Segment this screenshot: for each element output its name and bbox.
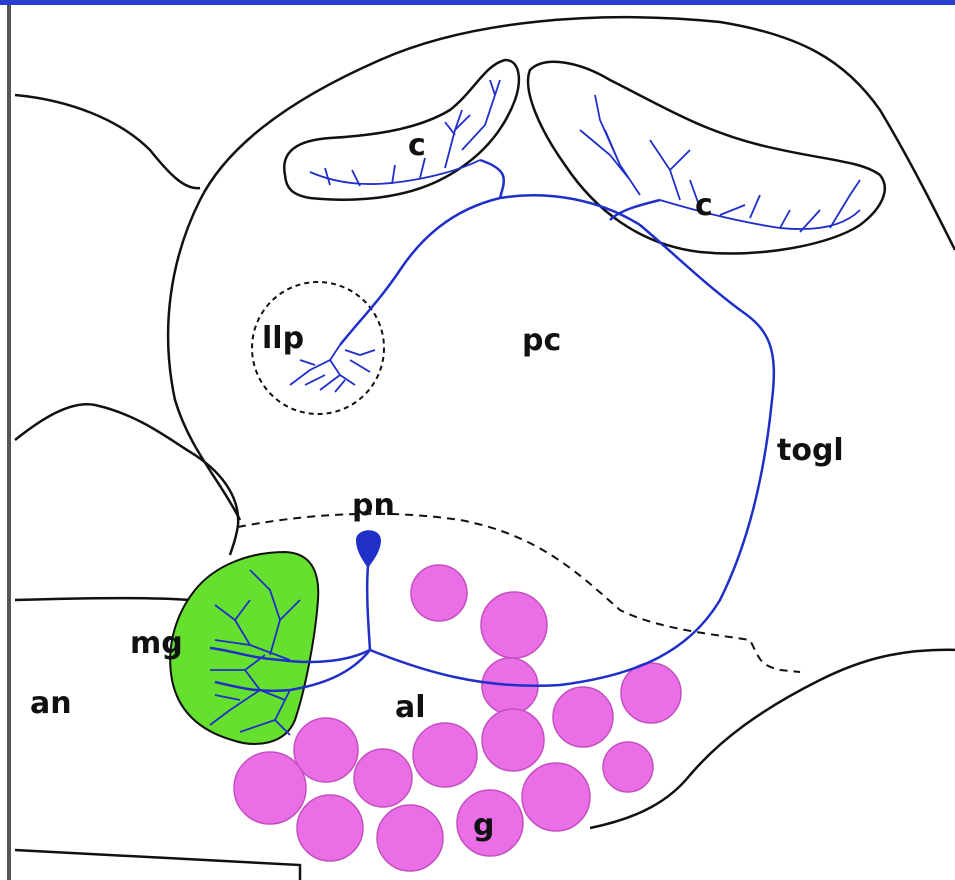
calyx-right-label: c [695, 188, 713, 223]
axon-to-calyx-left [480, 160, 504, 198]
glomerulus [297, 795, 363, 861]
calyx-branches [310, 80, 860, 232]
neuron-soma [356, 530, 381, 568]
al-label: al [395, 690, 426, 725]
glomerulus [234, 752, 306, 824]
left-lower-lobe-outline [15, 404, 238, 555]
glomerulus [553, 687, 613, 747]
calyx-left-label: c [408, 128, 426, 163]
g-label: g [473, 808, 494, 843]
pn-label: pn [352, 488, 395, 523]
axon-togl [340, 195, 774, 685]
togl-label: togl [777, 433, 844, 468]
glomerulus [294, 718, 358, 782]
glomerulus [621, 663, 681, 723]
glomerulus [522, 763, 590, 831]
glomerulus [413, 723, 477, 787]
an-label: an [30, 686, 72, 721]
lower-boundary-line [15, 598, 190, 600]
glomerulus [481, 592, 547, 658]
axon-to-calyx-right [610, 200, 660, 220]
mg-label: mg [130, 626, 183, 661]
glomerulus [354, 749, 412, 807]
glomerulus [411, 565, 467, 621]
llp-label: llp [262, 321, 304, 356]
primary-neurite [367, 566, 370, 650]
calyx-left-outline [284, 60, 519, 200]
calyx-left-branches [310, 80, 500, 186]
macroglomerulus [170, 552, 318, 744]
bottom-outline [15, 850, 300, 880]
pc-label: pc [522, 323, 561, 358]
glomerulus [603, 742, 653, 792]
left-lobe-outline [15, 95, 200, 188]
glomerulus [482, 709, 544, 771]
glomerulus [377, 805, 443, 871]
